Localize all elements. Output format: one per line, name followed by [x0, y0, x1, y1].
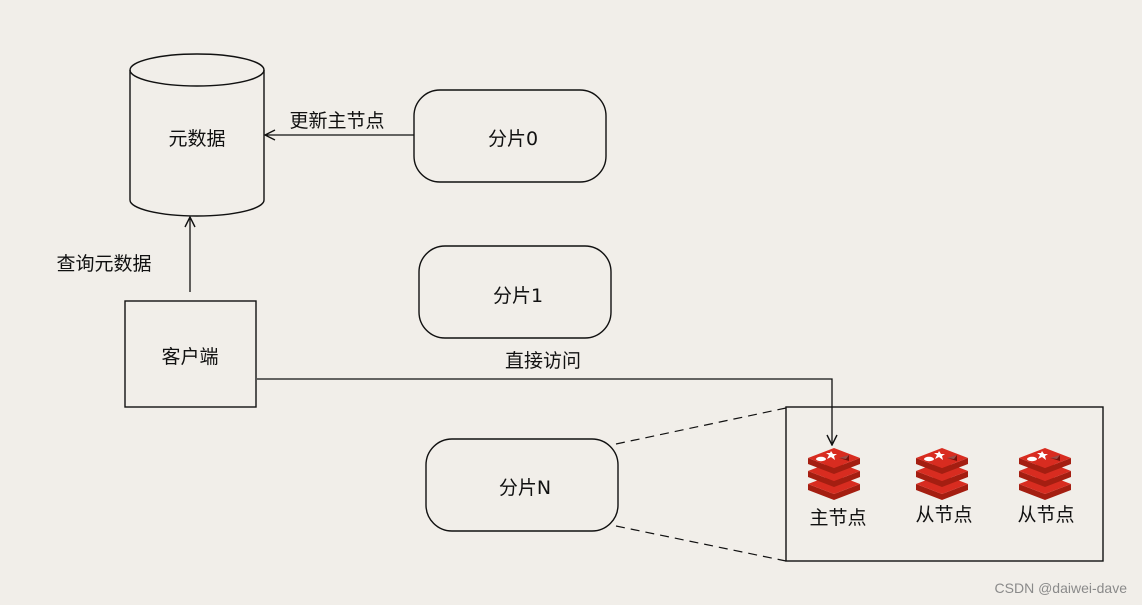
- edge-query-metadata-label: 查询元数据: [56, 253, 151, 275]
- replica-node-2: 从节点: [1017, 448, 1075, 526]
- edge-query-metadata: 查询元数据: [56, 217, 190, 292]
- edge-update-master: 更新主节点: [265, 110, 414, 135]
- cylinder-top: [129, 53, 265, 87]
- shard-1-label: 分片1: [493, 285, 543, 307]
- replica-node-2-label: 从节点: [1017, 504, 1074, 526]
- shard-n: 分片N: [425, 438, 619, 532]
- shard-n-box: [425, 438, 619, 532]
- redis-icon: [916, 448, 968, 500]
- expand-line-top: [615, 407, 787, 445]
- client-box: [124, 300, 257, 408]
- shard-detail: 主节点 从节点 从节点: [785, 406, 1104, 562]
- watermark: CSDN @daiwei-dave: [995, 580, 1128, 596]
- replica-node-1: 从节点: [915, 448, 973, 526]
- expand-line-bottom: [615, 525, 787, 562]
- master-node-label: 主节点: [809, 507, 866, 529]
- master-node: 主节点: [808, 448, 867, 529]
- metadata-store-label: 元数据: [168, 128, 225, 150]
- edge-direct-access-label: 直接访问: [505, 350, 581, 372]
- client-label: 客户端: [161, 346, 218, 368]
- edge-direct-access-line: [257, 378, 832, 445]
- cylinder-body: [129, 70, 265, 217]
- shard-detail-box: [785, 406, 1104, 562]
- shard-0: 分片0: [413, 89, 607, 183]
- shard-0-label: 分片0: [488, 128, 538, 150]
- redis-icon: [1019, 448, 1071, 500]
- client-node: 客户端: [124, 300, 257, 408]
- edge-direct-access: 直接访问: [257, 350, 832, 445]
- shard-0-box: [413, 89, 607, 183]
- metadata-store: 元数据: [129, 53, 265, 217]
- shard-n-label: 分片N: [499, 477, 551, 499]
- redis-icon: [808, 448, 860, 500]
- replica-node-1-label: 从节点: [915, 504, 972, 526]
- edge-update-master-label: 更新主节点: [289, 110, 384, 132]
- shard-1: 分片1: [418, 245, 612, 339]
- shard-1-box: [418, 245, 612, 339]
